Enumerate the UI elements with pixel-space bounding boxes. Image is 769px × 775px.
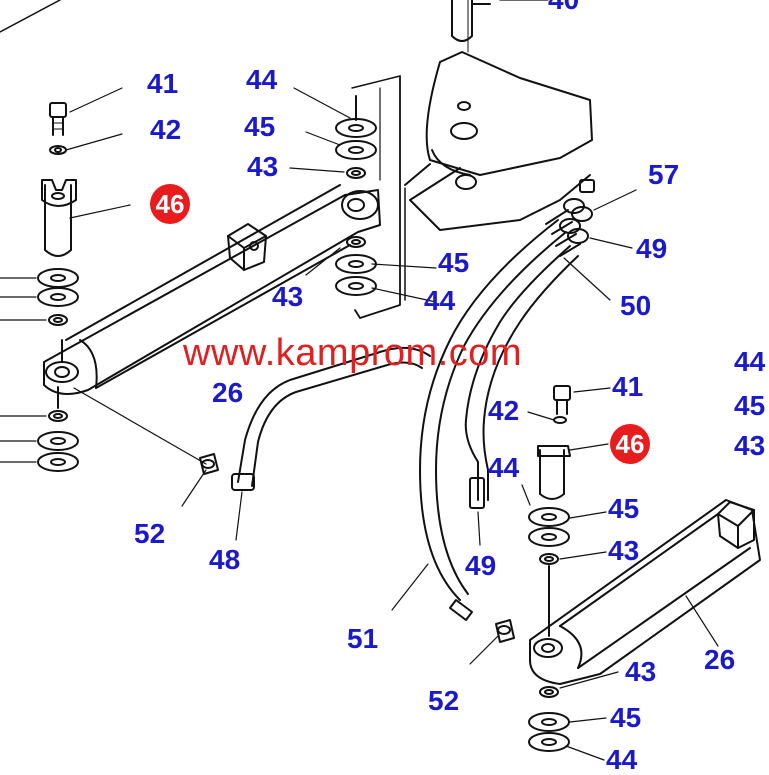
cylinder-left-drawing (43, 184, 381, 395)
callout-48: 48 (209, 544, 241, 575)
callout-26-right: 26 (704, 644, 736, 675)
callout-44-top: 44 (246, 64, 278, 95)
callout-42-right: 42 (488, 395, 520, 426)
callout-40: 40 (548, 0, 579, 14)
callout-44-right: 44 (488, 452, 520, 483)
callout-46-left-badge: 46 (150, 184, 190, 224)
fittings-top-right-drawing (545, 179, 595, 257)
callout-43-mid: 43 (272, 281, 304, 312)
hoses-drawing (231, 219, 579, 621)
callout-49-bottom: 49 (465, 550, 497, 581)
callout-43-bottom: 43 (625, 656, 657, 687)
callout-44-edge: 44 (734, 346, 766, 377)
callout-44-bottom: 44 (606, 744, 638, 775)
cylinder-right-drawing (529, 499, 761, 685)
washer-stack-middle-drawing (335, 95, 377, 296)
fittings-52-drawing (199, 453, 515, 643)
callout-45-bottom: 45 (610, 702, 642, 733)
callout-41-right: 41 (612, 371, 644, 402)
callout-45-top: 45 (244, 111, 276, 142)
callout-26-left: 26 (212, 377, 244, 408)
callout-45-right: 45 (608, 493, 640, 524)
callout-46-right-badge: 46 (610, 424, 650, 464)
callout-45-edge: 45 (734, 390, 766, 421)
callout-45-mid: 45 (438, 247, 470, 278)
pin-stack-right-drawing (528, 385, 571, 752)
callout-57: 57 (648, 159, 680, 190)
callout-49-top: 49 (636, 233, 668, 264)
pin-stack-left-drawing (37, 102, 79, 472)
watermark: www.kamprom.com (183, 332, 522, 374)
callout-52-left: 52 (134, 518, 166, 549)
callout-43-edge: 43 (734, 430, 766, 461)
leader-lines (0, 0, 719, 761)
callout-43-top: 43 (247, 151, 279, 182)
callout-43-right: 43 (608, 535, 640, 566)
callout-50: 50 (620, 290, 652, 321)
callout-42-left: 42 (150, 114, 182, 145)
bracket-plate-drawing (0, 0, 593, 319)
pin-40-drawing (451, 0, 491, 42)
callout-52-right: 52 (428, 685, 460, 716)
callout-41-left: 41 (147, 68, 179, 99)
callout-44-mid: 44 (424, 285, 456, 316)
callout-51: 51 (347, 623, 379, 654)
